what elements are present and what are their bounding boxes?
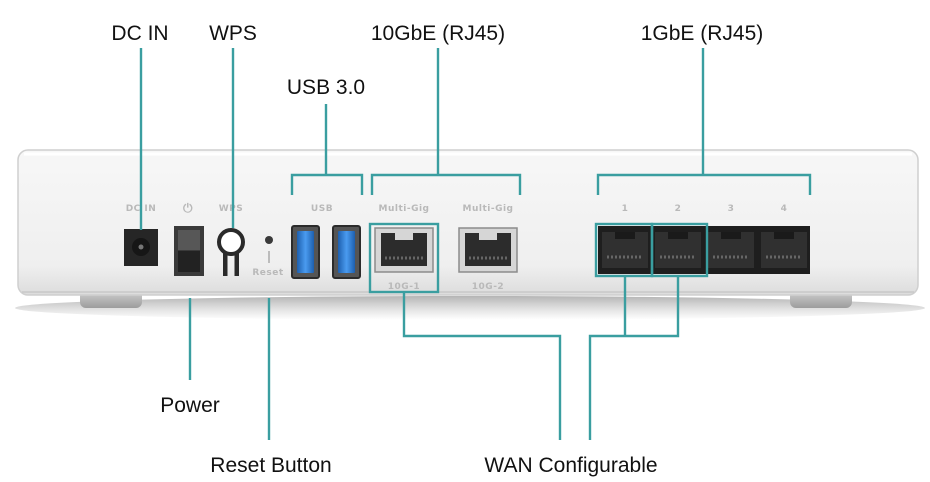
panel-label-10g-2: 10G-2 bbox=[472, 282, 504, 292]
reset-pinhole bbox=[265, 236, 273, 263]
callout-wps: WPS bbox=[209, 22, 257, 45]
power-symbol-icon: ⏻ bbox=[183, 201, 193, 215]
callout-wan: WAN Configurable bbox=[484, 454, 657, 477]
panel-label-lan-2: 2 bbox=[675, 204, 682, 214]
panel-label-wps: WPS bbox=[219, 204, 244, 214]
leader-usb bbox=[290, 104, 364, 195]
panel-label-reset: Reset bbox=[252, 268, 283, 278]
panel-label-usb: USB bbox=[311, 204, 333, 214]
leader-wan-lan bbox=[588, 276, 680, 440]
wps-button bbox=[217, 228, 245, 276]
panel-label-multigig-1: Multi-Gig bbox=[379, 204, 430, 214]
panel-label-lan-4: 4 bbox=[781, 204, 788, 214]
highlight-lan-2 bbox=[650, 222, 709, 278]
panel-label-lan-1: 1 bbox=[622, 204, 629, 214]
dc-in-jack bbox=[124, 229, 158, 266]
rj45-port-lan-1 bbox=[602, 232, 648, 268]
rj45-port-10g-2 bbox=[458, 227, 518, 273]
rj45-port-lan-3 bbox=[708, 232, 754, 268]
callout-1gbe: 1GbE (RJ45) bbox=[641, 22, 764, 45]
leader-wan-10g bbox=[402, 292, 562, 440]
rj45-port-lan-2 bbox=[655, 232, 701, 268]
power-switch bbox=[174, 226, 204, 276]
rj45-lan-block bbox=[598, 226, 810, 274]
callout-power: Power bbox=[160, 394, 220, 417]
panel-label-multigig-2: Multi-Gig bbox=[463, 204, 514, 214]
rj45-port-lan-4 bbox=[761, 232, 807, 268]
leader-10gbe bbox=[370, 48, 522, 195]
panel-label-10g-1: 10G-1 bbox=[388, 282, 420, 292]
usb-port-2 bbox=[332, 225, 361, 279]
callout-10gbe: 10GbE (RJ45) bbox=[371, 22, 505, 45]
usb-port-1 bbox=[291, 225, 320, 279]
rj45-port-10g-1 bbox=[374, 227, 434, 273]
callout-dc-in: DC IN bbox=[111, 22, 168, 45]
leader-1gbe bbox=[596, 48, 812, 195]
panel-label-lan-3: 3 bbox=[728, 204, 735, 214]
leader-lines bbox=[139, 48, 812, 440]
callout-reset: Reset Button bbox=[210, 454, 331, 477]
callout-usb: USB 3.0 bbox=[287, 76, 365, 99]
device-shadow bbox=[15, 296, 925, 320]
